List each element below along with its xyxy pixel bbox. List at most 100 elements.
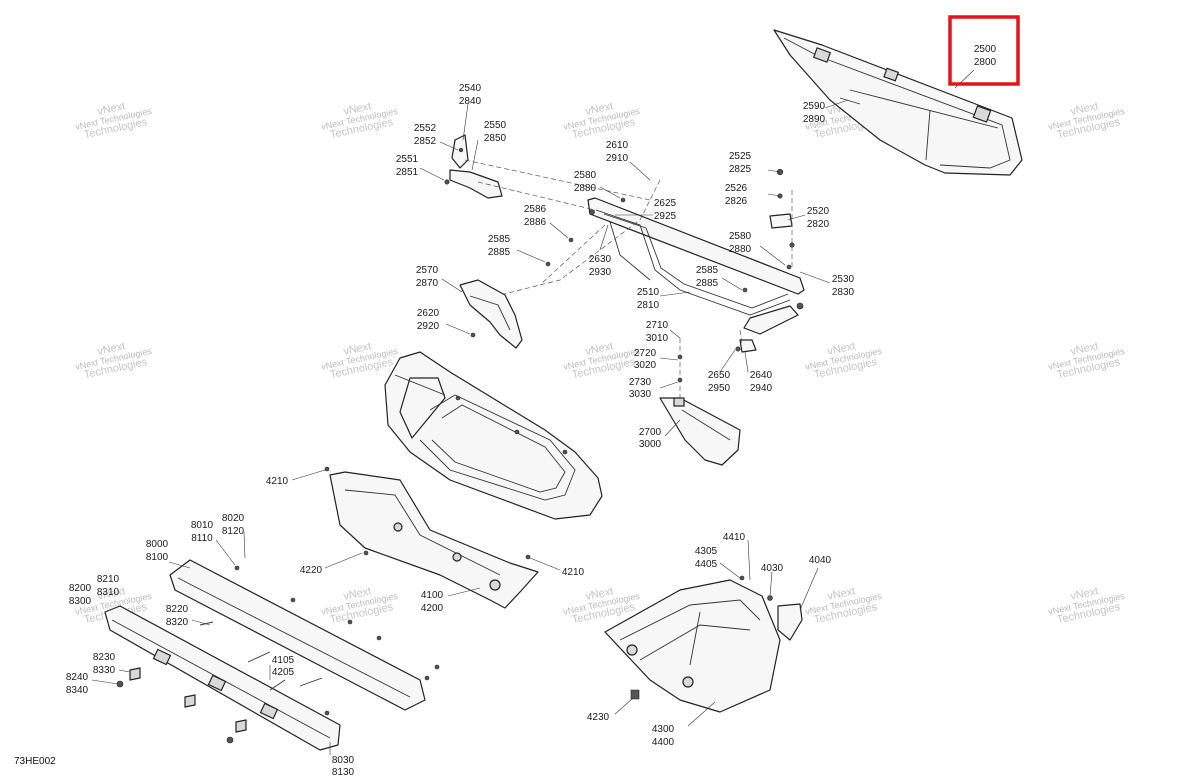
svg-text:2920: 2920 [417,321,440,332]
watermark: vNext vNext Technologies Technologies [804,340,883,381]
mount-bracket[interactable] [459,279,523,349]
callout-4040[interactable]: 4040 [809,555,832,566]
svg-text:2880: 2880 [574,183,597,194]
watermark: vNext vNext Technologies Technologies [804,585,883,626]
callout-4210-lower[interactable]: 4210 [562,567,585,578]
svg-text:vNext: vNext [826,340,856,358]
callout-8200[interactable]: 8200 8300 [69,583,92,607]
callout-2610[interactable]: 2610 2910 [606,140,629,164]
lower-latch-cover[interactable] [659,397,741,466]
svg-text:8230: 8230 [93,652,116,663]
svg-text:2730: 2730 [629,377,652,388]
svg-text:2850: 2850 [484,133,507,144]
lower-door-panel[interactable] [324,466,539,609]
svg-text:2570: 2570 [416,265,439,276]
callout-8020[interactable]: 8020 8120 [222,513,245,537]
svg-text:8340: 8340 [66,685,89,696]
callout-2630[interactable]: 2630 2930 [589,254,612,278]
callout-2640[interactable]: 2640 2940 [750,370,773,394]
assembly-lines [464,159,793,398]
callout-2585-right[interactable]: 2585 2885 [696,265,719,289]
diagram-code: 73HE002 [14,756,56,767]
svg-text:2525: 2525 [729,151,752,162]
svg-text:8220: 8220 [166,604,189,615]
callout-2500[interactable]: 2500 2800 [974,44,997,68]
callout-8000[interactable]: 8000 8100 [146,539,169,563]
callout-2720[interactable]: 2720 3020 [634,348,657,371]
lower-door-housing[interactable] [604,575,803,713]
callout-8030[interactable]: 8030 8130 [332,755,355,778]
svg-text:vNext: vNext [96,340,126,358]
svg-text:2630: 2630 [589,254,612,265]
svg-text:2590: 2590 [803,101,826,112]
callout-2650[interactable]: 2650 2950 [708,370,731,394]
callout-4100[interactable]: 4100 4200 [421,590,444,614]
latch-bracket[interactable] [769,168,795,270]
svg-text:2885: 2885 [696,278,719,289]
svg-text:2585: 2585 [696,265,719,276]
svg-text:8100: 8100 [146,552,169,563]
callout-2585-left[interactable]: 2585 2885 [488,234,511,258]
callout-4230[interactable]: 4230 [587,712,610,723]
svg-text:2930: 2930 [589,267,612,278]
callout-4210-upper[interactable]: 4210 [266,476,289,487]
callout-2570[interactable]: 2570 2870 [416,265,439,289]
callout-8240[interactable]: 8240 8340 [66,672,89,696]
callout-4305[interactable]: 4305 4405 [695,546,718,570]
upper-door-panel[interactable] [773,29,1023,176]
callout-8010[interactable]: 8010 8110 [191,520,214,544]
svg-text:8300: 8300 [69,596,92,607]
callout-2580-right[interactable]: 2580 2880 [729,231,752,255]
callout-2520[interactable]: 2520 2820 [807,206,830,230]
svg-text:2526: 2526 [725,183,748,194]
callout-2526[interactable]: 2526 2826 [725,183,748,207]
svg-text:2810: 2810 [637,300,660,311]
callout-2510[interactable]: 2510 2810 [637,287,660,311]
callout-2625[interactable]: 2625 2925 [654,198,677,222]
callout-2586[interactable]: 2586 2886 [524,204,547,228]
svg-text:8200: 8200 [69,583,92,594]
svg-text:4205: 4205 [272,667,295,678]
svg-text:2580: 2580 [729,231,752,242]
callout-2525[interactable]: 2525 2825 [729,151,752,175]
callout-4105[interactable]: 4105 4205 [272,655,295,678]
callout-4220[interactable]: 4220 [300,565,323,576]
door-tube-frame[interactable] [587,197,805,335]
svg-text:2625: 2625 [654,198,677,209]
svg-text:4230: 4230 [587,712,610,723]
callout-2580-upper[interactable]: 2580 2880 [574,170,597,194]
callout-2551[interactable]: 2551 2851 [396,154,419,178]
lower-door-frame[interactable] [384,351,603,520]
callout-2530[interactable]: 2530 2830 [832,274,855,298]
callout-2710[interactable]: 2710 3010 [646,320,669,344]
callout-8210[interactable]: 8210 8310 [97,574,120,598]
callout-2540[interactable]: 2540 2840 [459,83,482,107]
callout-2552[interactable]: 2552 2852 [414,123,437,147]
svg-text:4400: 4400 [652,737,675,748]
watermark: vNext vNext Technologies Technologies [1047,340,1126,381]
svg-text:4030: 4030 [761,563,784,574]
callout-4410[interactable]: 4410 [723,532,746,543]
callout-4030[interactable]: 4030 [761,563,784,574]
svg-text:vNext: vNext [342,100,372,118]
svg-text:4105: 4105 [272,655,295,666]
upper-hinge-strap[interactable] [444,134,503,199]
svg-text:2825: 2825 [729,164,752,175]
rocker-rail[interactable] [169,559,440,711]
svg-text:vNext: vNext [826,585,856,603]
svg-text:2500: 2500 [974,44,997,55]
callout-2620[interactable]: 2620 2920 [417,308,440,332]
callout-2550[interactable]: 2550 2850 [484,120,507,144]
svg-text:4305: 4305 [695,546,718,557]
callout-2700[interactable]: 2700 3000 [639,427,662,450]
callout-2730[interactable]: 2730 3030 [629,377,652,400]
svg-text:8030: 8030 [332,755,355,766]
callout-4300[interactable]: 4300 4400 [652,724,675,748]
watermark: vNext vNext Technologies Technologies [74,340,153,381]
lower-rail[interactable] [104,605,341,751]
callout-8230[interactable]: 8230 8330 [93,652,116,676]
svg-text:8000: 8000 [146,539,169,550]
svg-text:8010: 8010 [191,520,214,531]
callout-2590[interactable]: 2590 2890 [803,101,826,125]
callout-8220[interactable]: 8220 8320 [166,604,189,628]
